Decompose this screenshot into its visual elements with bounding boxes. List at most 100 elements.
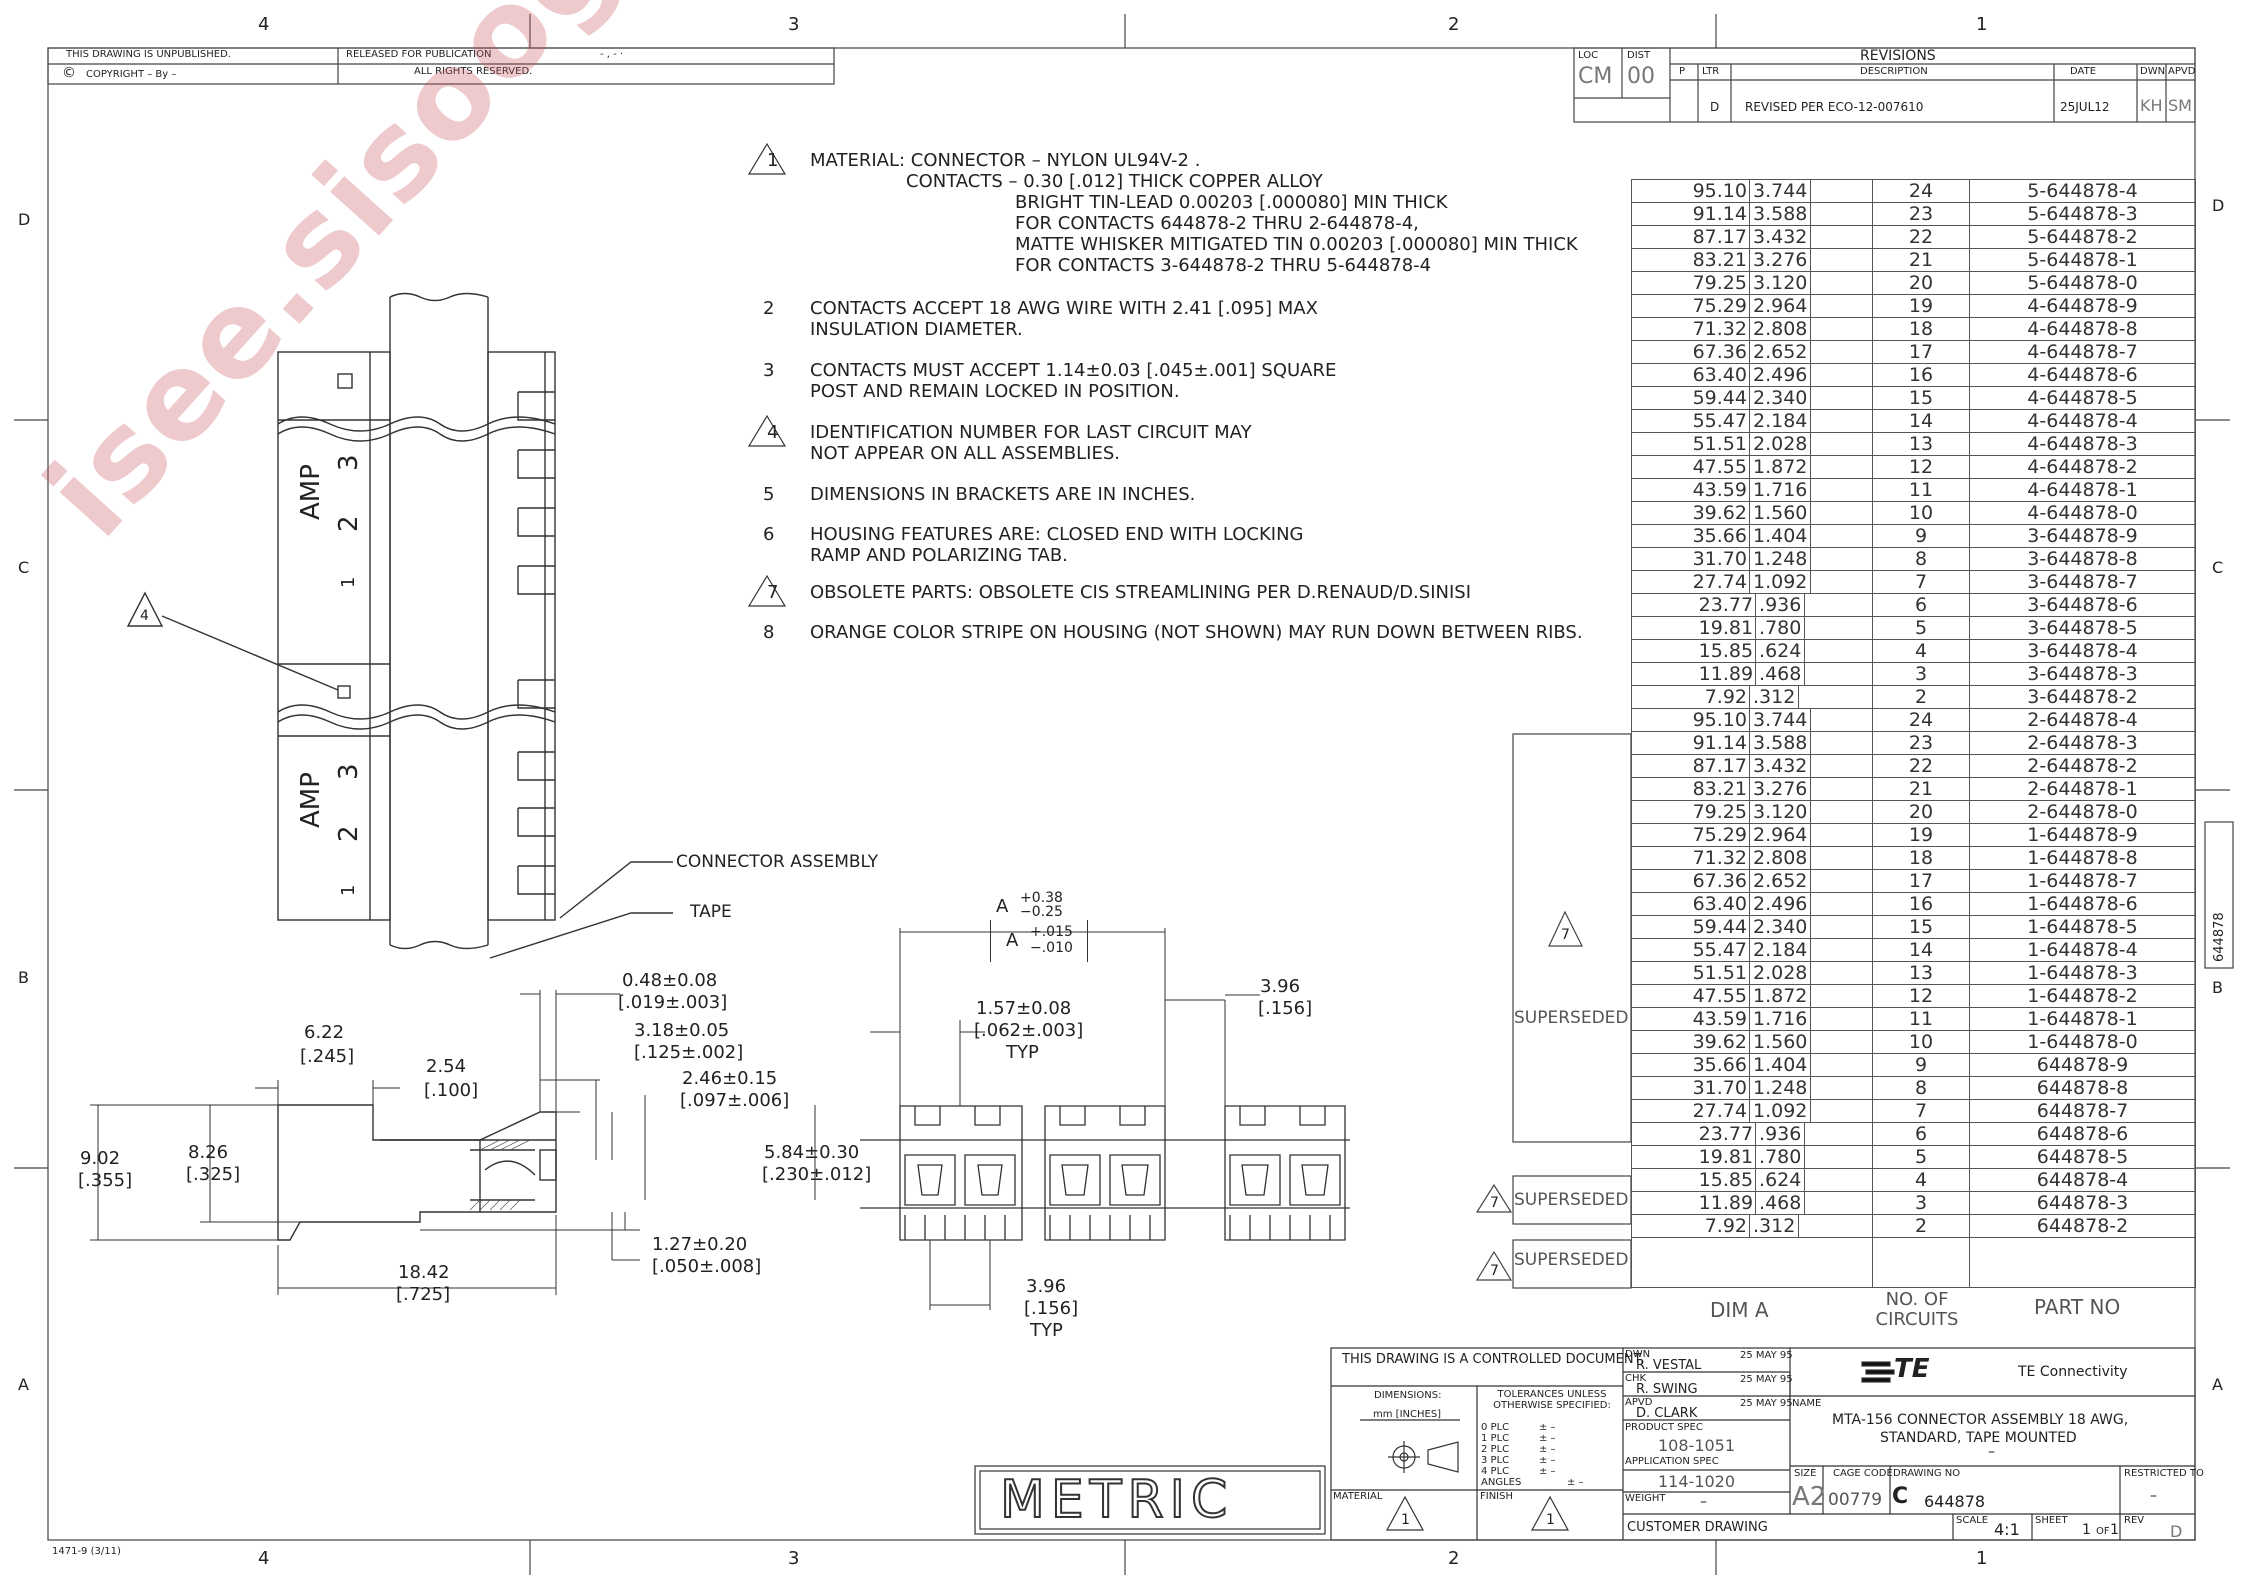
- dim-mm: 91.14: [1692, 732, 1747, 754]
- dim-8-26-in: [.325]: [186, 1164, 241, 1185]
- chk-date: 25 MAY 95: [1740, 1374, 1793, 1385]
- drawing-no-label: DRAWING NO: [1893, 1468, 1961, 1479]
- dim-mm: 79.25: [1692, 272, 1747, 294]
- part-number-cell: 1-644878-5: [1969, 915, 2196, 939]
- row-label-d: D: [18, 210, 31, 229]
- circuits-cell: 21: [1872, 777, 1970, 801]
- note-number: 3: [763, 360, 775, 381]
- dim-3-96-b-in: [.156]: [1024, 1298, 1079, 1319]
- dim-2-46: 2.46±0.15: [682, 1068, 778, 1089]
- company-name: TE Connectivity: [2018, 1364, 2128, 1380]
- copyright-text: COPYRIGHT – By –: [86, 69, 177, 80]
- dim-5-84: 5.84±0.30: [764, 1142, 860, 1163]
- circuits-cell: 10: [1872, 1030, 1970, 1054]
- connector-assembly-label: CONNECTOR ASSEMBLY: [676, 852, 879, 872]
- dist-label: DIST: [1627, 50, 1651, 61]
- part-number-cell: 1-644878-2: [1969, 984, 2196, 1008]
- note-line: OBSOLETE PARTS: OBSOLETE CIS STREAMLININ…: [810, 582, 1472, 603]
- note-line: POST AND REMAIN LOCKED IN POSITION.: [810, 381, 1180, 402]
- row-label-a-right: A: [2212, 1375, 2223, 1394]
- dim-a-tol-top: +0.38: [1020, 890, 1063, 906]
- dim-inch: 2.028: [1749, 962, 1812, 984]
- circuits-cell: 18: [1872, 846, 1970, 870]
- apvd-label: APVD: [1625, 1397, 1653, 1408]
- size-value: A2: [1792, 1482, 1827, 1512]
- dim-inch: 2.184: [1749, 410, 1812, 432]
- part-number-cell: 1-644878-9: [1969, 823, 2196, 847]
- part-number-cell: 2-644878-4: [1969, 708, 2196, 732]
- dim-mm: 15.85: [1698, 1169, 1754, 1191]
- dim-inch: 2.964: [1749, 824, 1812, 846]
- note-line: ORANGE COLOR STRIPE ON HOUSING (NOT SHOW…: [810, 622, 1583, 643]
- circuits-cell: 4: [1872, 639, 1970, 663]
- finish-note: 1: [1546, 1512, 1555, 1528]
- rev-value: D: [2170, 1522, 2183, 1541]
- of-label: OF: [2096, 1526, 2110, 1537]
- dim-inch: 1.404: [1749, 525, 1812, 547]
- title-line-3: –: [1988, 1444, 1995, 1460]
- superseded-note-c: 7: [1490, 1263, 1499, 1279]
- circuits-cell: 15: [1872, 386, 1970, 410]
- weight-label: WEIGHT: [1625, 1493, 1666, 1504]
- dim-mm: 15.85: [1698, 640, 1754, 662]
- side-tab-number: 644878: [2212, 912, 2227, 962]
- restricted-value: –: [2150, 1488, 2157, 1504]
- dim-mm: 7.92: [1704, 1215, 1747, 1237]
- dim-mm: 71.32: [1692, 318, 1747, 340]
- dim-a: A: [996, 896, 1009, 917]
- dim-2-54-in: [.100]: [424, 1080, 479, 1101]
- note-line: NOT APPEAR ON ALL ASSEMBLIES.: [810, 443, 1121, 464]
- header-cell: [1969, 1237, 2196, 1288]
- dim-9-02: 9.02: [80, 1148, 121, 1169]
- dim-3-18-in: [.125±.002]: [634, 1042, 744, 1063]
- dim-inch: 3.432: [1749, 755, 1812, 777]
- dim-mm: 63.40: [1692, 364, 1747, 386]
- dim-mm: 19.81: [1698, 617, 1754, 639]
- note-line: FOR CONTACTS 3-644878-2 THRU 5-644878-4: [1015, 255, 1432, 276]
- rev-dwn: KH: [2140, 96, 2163, 115]
- part-number-cell: 1-644878-1: [1969, 1007, 2196, 1031]
- part-number-cell: 2-644878-3: [1969, 731, 2196, 755]
- dim-inch: .468: [1755, 1192, 1806, 1214]
- plc-value: ± –: [1539, 1444, 1556, 1455]
- table-header-row: [1631, 1237, 2196, 1288]
- rev-header-date: DATE: [2070, 66, 2097, 77]
- sheet-value: 1: [2082, 1522, 2091, 1538]
- restricted-label: RESTRICTED TO: [2124, 1468, 2204, 1479]
- dim-6-22-in: [.245]: [300, 1046, 355, 1067]
- loc-value: CM: [1578, 64, 1613, 89]
- note-line: CONTACTS MUST ACCEPT 1.14±0.03 [.045±.00…: [810, 360, 1337, 381]
- note-line: CONTACTS ACCEPT 18 AWG WIRE WITH 2.41 [.…: [810, 298, 1318, 319]
- part-number-cell: 3-644878-8: [1969, 547, 2196, 571]
- dim-inch: 2.964: [1749, 295, 1812, 317]
- dim-mm: 11.89: [1698, 1192, 1754, 1214]
- superseded-note-b: 7: [1490, 1195, 1499, 1211]
- part-number-cell: 4-644878-8: [1969, 317, 2196, 341]
- revisions-title: REVISIONS: [1860, 48, 1936, 64]
- dim-8-26: 8.26: [188, 1142, 229, 1163]
- product-spec: 108-1051: [1658, 1436, 1736, 1455]
- circuits-cell: 21: [1872, 248, 1970, 272]
- header-circuits: NO. OF CIRCUITS: [1875, 1289, 1959, 1330]
- dim-1-57-in: [.062±.003]: [974, 1020, 1084, 1041]
